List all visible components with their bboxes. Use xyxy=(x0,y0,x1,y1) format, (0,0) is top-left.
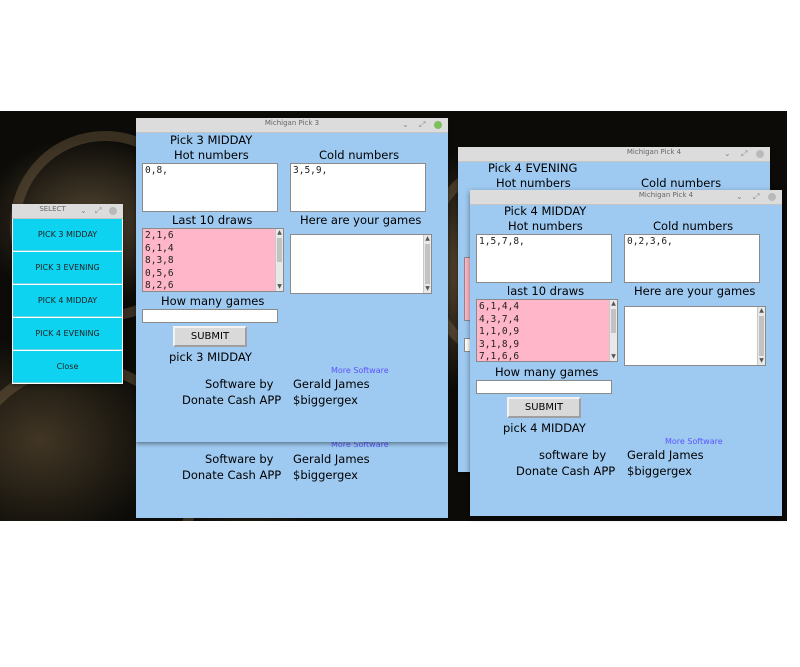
how-many-games-label: How many games xyxy=(495,365,599,379)
pick3-evening-button[interactable]: PICK 3 EVENING xyxy=(13,252,122,284)
minimize-icon[interactable]: ⌄ xyxy=(402,120,409,129)
hot-numbers-label: Hot numbers xyxy=(496,176,571,190)
software-by-label: software by xyxy=(539,448,607,462)
hot-numbers-value: 0,8, xyxy=(145,165,168,176)
pick3-under-window: More Software Software by Gerald James D… xyxy=(136,440,448,518)
scroll-down-icon[interactable]: ▼ xyxy=(759,357,764,364)
how-many-games-label: How many games xyxy=(161,294,265,308)
software-by-label: Software by xyxy=(205,377,274,391)
hot-numbers-label: Hot numbers xyxy=(508,219,583,233)
maximize-icon[interactable]: ⤢ xyxy=(741,149,748,158)
close-icon[interactable] xyxy=(109,207,117,215)
last-draws-value: 2,1,6 6,1,4 8,3,8 0,5,6 8,2,6 xyxy=(145,230,174,291)
scroll-up-icon[interactable]: ▲ xyxy=(277,229,282,236)
donate-label: Donate Cash APP xyxy=(182,393,282,407)
author-label: Gerald James xyxy=(293,377,370,391)
scrollbar-thumb[interactable] xyxy=(277,238,282,262)
minimize-icon[interactable]: ⌄ xyxy=(724,149,731,158)
game-heading: Pick 4 MIDDAY xyxy=(504,204,587,218)
scrollbar[interactable]: ▲▼ xyxy=(423,235,431,293)
scroll-up-icon[interactable]: ▲ xyxy=(611,300,616,307)
window-title: SELECT xyxy=(39,205,66,213)
game-heading: Pick 3 MIDDAY xyxy=(170,133,253,147)
donate-label: Donate Cash APP xyxy=(516,464,616,478)
scroll-up-icon[interactable]: ▲ xyxy=(425,235,430,242)
cashtag-label: $biggergex xyxy=(627,464,692,478)
last-draws-value: 6,1,4,4 4,3,7,4 1,1,0,9 3,1,8,9 7,1,6,6 xyxy=(479,301,520,362)
games-label: Here are your games xyxy=(300,213,422,227)
pick3-midday-button[interactable]: PICK 3 MIDDAY xyxy=(13,219,122,251)
last-draws-textbox[interactable]: 6,1,4,4 4,3,7,4 1,1,0,9 3,1,8,9 7,1,6,6 … xyxy=(476,299,618,362)
cold-numbers-value: 3,5,9, xyxy=(293,165,328,176)
software-by-label: Software by xyxy=(205,452,274,466)
pick4-midday-button[interactable]: PICK 4 MIDDAY xyxy=(13,285,122,317)
how-many-games-input[interactable] xyxy=(142,309,278,323)
window-title: Michigan Pick 3 xyxy=(264,119,320,127)
minimize-icon[interactable]: ⌄ xyxy=(80,206,87,215)
cold-numbers-textbox[interactable]: 0,2,3,6, xyxy=(624,234,760,283)
author-label: Gerald James xyxy=(627,448,704,462)
donate-label: Donate Cash APP xyxy=(182,468,282,482)
window-title: Michigan Pick 4 xyxy=(638,191,694,199)
hot-numbers-textbox[interactable]: 0,8, xyxy=(142,163,278,212)
cold-numbers-label: Cold numbers xyxy=(653,219,734,233)
scroll-down-icon[interactable]: ▼ xyxy=(425,285,430,292)
how-many-games-input[interactable] xyxy=(476,380,612,394)
scrollbar-thumb[interactable] xyxy=(611,309,616,333)
more-software-link[interactable]: More Software xyxy=(665,437,723,446)
games-output-textbox[interactable]: ▲▼ xyxy=(290,234,432,294)
author-label: Gerald James xyxy=(293,452,370,466)
maximize-icon[interactable]: ⤢ xyxy=(95,206,102,215)
pick3-window: Michigan Pick 3 ⌄ ⤢ Pick 3 MIDDAY Hot nu… xyxy=(136,118,448,442)
minimize-icon[interactable]: ⌄ xyxy=(736,192,743,201)
last-draws-label: Last 10 draws xyxy=(172,213,253,227)
maximize-icon[interactable]: ⤢ xyxy=(753,192,760,201)
window-titlebar[interactable]: Michigan Pick 4 ⌄ ⤢ xyxy=(470,190,782,205)
more-software-link[interactable]: More Software xyxy=(331,440,389,449)
more-software-link[interactable]: More Software xyxy=(331,366,389,375)
close-icon[interactable] xyxy=(434,121,442,129)
hot-numbers-value: 1,5,7,8, xyxy=(479,236,525,247)
hot-numbers-textbox[interactable]: 1,5,7,8, xyxy=(476,234,612,283)
scroll-down-icon[interactable]: ▼ xyxy=(277,283,282,290)
cold-numbers-label: Cold numbers xyxy=(319,148,400,162)
games-label: Here are your games xyxy=(634,284,756,298)
select-window: SELECT ⌄ ⤢ PICK 3 MIDDAY PICK 3 EVENING … xyxy=(12,204,123,384)
scroll-up-icon[interactable]: ▲ xyxy=(759,307,764,314)
last-draws-label: last 10 draws xyxy=(507,284,585,298)
cold-numbers-value: 0,2,3,6, xyxy=(627,236,673,247)
pick4-evening-button[interactable]: PICK 4 EVENING xyxy=(13,318,122,350)
window-titlebar[interactable]: SELECT ⌄ ⤢ xyxy=(12,204,123,219)
scrollbar-thumb[interactable] xyxy=(759,316,764,356)
cold-numbers-textbox[interactable]: 3,5,9, xyxy=(290,163,426,212)
scrollbar[interactable]: ▲▼ xyxy=(275,229,283,291)
close-icon[interactable] xyxy=(756,150,764,158)
window-titlebar[interactable]: Michigan Pick 3 ⌄ ⤢ xyxy=(136,118,448,133)
last-draws-textbox[interactable]: 2,1,6 6,1,4 8,3,8 0,5,6 8,2,6 ▲▼ xyxy=(142,228,284,292)
scrollbar[interactable]: ▲▼ xyxy=(757,307,765,365)
scrollbar-thumb[interactable] xyxy=(425,244,430,284)
cold-numbers-label: Cold numbers xyxy=(641,176,722,190)
scroll-down-icon[interactable]: ▼ xyxy=(611,353,616,360)
status-label: pick 3 MIDDAY xyxy=(169,350,252,364)
maximize-icon[interactable]: ⤢ xyxy=(419,120,426,129)
games-output-textbox[interactable]: ▲▼ xyxy=(624,306,766,366)
close-button[interactable]: Close xyxy=(13,351,122,383)
game-heading: Pick 4 EVENING xyxy=(488,161,578,175)
scrollbar[interactable]: ▲▼ xyxy=(609,300,617,361)
cashtag-label: $biggergex xyxy=(293,468,358,482)
pick4-midday-window: Michigan Pick 4 ⌄ ⤢ Pick 4 MIDDAY Hot nu… xyxy=(470,190,782,516)
submit-button[interactable]: SUBMIT xyxy=(173,326,247,347)
status-label: pick 4 MIDDAY xyxy=(503,421,586,435)
cashtag-label: $biggergex xyxy=(293,393,358,407)
submit-button[interactable]: SUBMIT xyxy=(507,397,581,418)
window-title: Michigan Pick 4 xyxy=(626,148,682,156)
close-icon[interactable] xyxy=(768,193,776,201)
window-titlebar[interactable]: Michigan Pick 4 ⌄ ⤢ xyxy=(458,147,770,162)
hot-numbers-label: Hot numbers xyxy=(174,148,249,162)
